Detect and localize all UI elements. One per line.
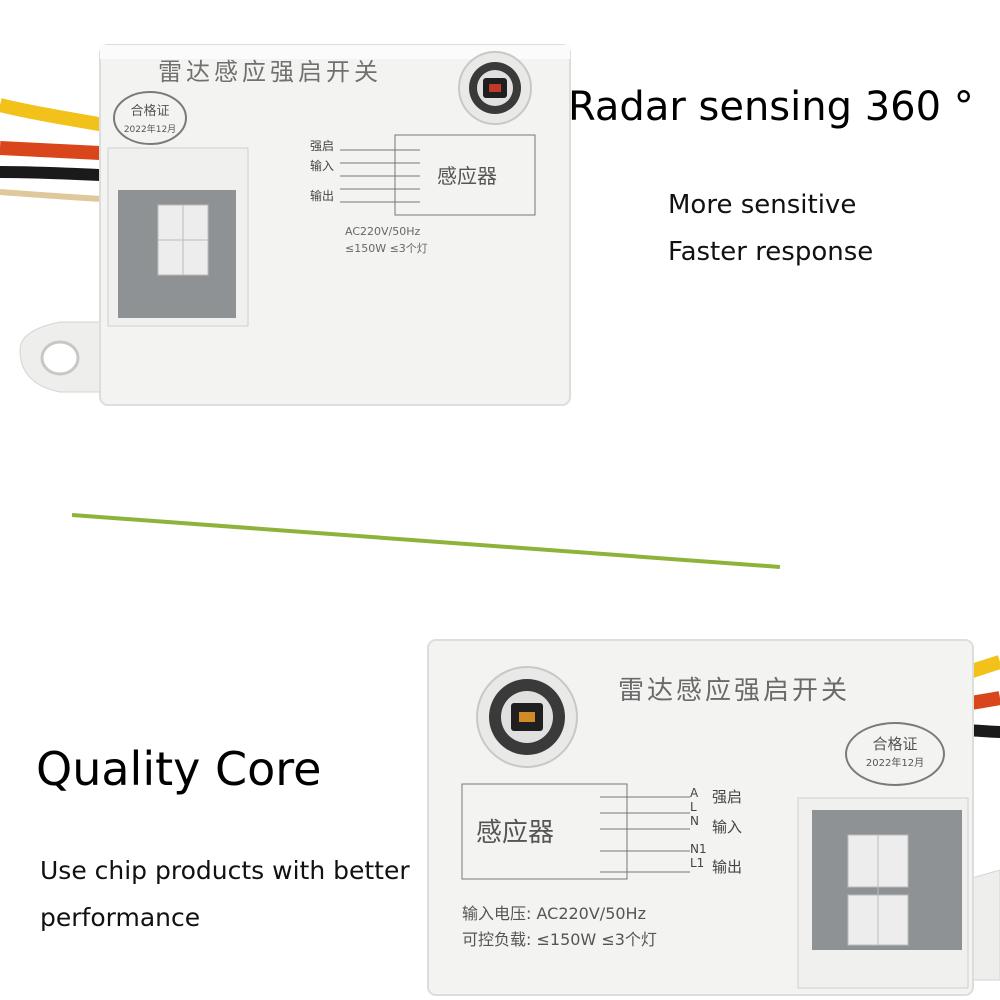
bottom-module-label: 感应器	[476, 818, 555, 848]
bottom-spec-load: 可控负载: ≤150W ≤3个灯	[462, 930, 657, 949]
top-schematic	[340, 134, 536, 216]
svg-text:输入: 输入	[310, 158, 334, 173]
divider-line	[71, 513, 781, 569]
bottom-spec-voltage: 输入电压: AC220V/50Hz	[462, 904, 646, 923]
bottom-desc-line-1: Use chip products with better	[40, 856, 410, 885]
svg-text:感应器: 感应器	[437, 164, 497, 188]
svg-text:强启: 强启	[310, 139, 334, 153]
bottom-device-photo	[427, 639, 1000, 996]
terminal-n: N	[690, 814, 699, 828]
bottom-cert-date: 2022年12月	[865, 758, 925, 769]
top-device-photo: 雷达感应强启开关 合格证 2022年12月 感应器 强启 输入 输出 AC220…	[0, 44, 571, 406]
svg-text:合格证: 合格证	[130, 103, 169, 119]
top-heading: Radar sensing 360 °	[568, 84, 974, 130]
bottom-term-label-1: 强启	[712, 788, 743, 806]
bottom-term-label-3: 输出	[712, 858, 743, 876]
svg-text:输出: 输出	[310, 188, 334, 203]
terminal-n1: N1	[690, 842, 707, 856]
bottom-schematic	[461, 783, 690, 880]
bottom-terminal-block	[797, 797, 969, 989]
terminal-l1: L1	[690, 856, 705, 870]
bottom-term-label-2: 输入	[712, 818, 743, 836]
top-point-1: More sensitive	[668, 190, 857, 220]
top-point-2: Faster response	[668, 237, 874, 267]
bottom-terminal-letters: A L N N1 L1	[690, 786, 707, 870]
svg-text:2022年12月: 2022年12月	[124, 123, 176, 135]
terminal-l: L	[690, 800, 697, 814]
top-cert-stamp: 合格证 2022年12月	[113, 91, 187, 145]
bottom-device-title: 雷达感应强启开关	[618, 676, 851, 706]
svg-text:AC220V/50Hz: AC220V/50Hz	[345, 225, 421, 238]
bottom-cert-stamp: 合格证 2022年12月	[845, 722, 945, 786]
bottom-radar-window	[476, 666, 578, 768]
top-terminal-block	[107, 147, 249, 327]
bottom-desc-line-2: performance	[40, 903, 201, 932]
svg-text:≤150W ≤3个灯: ≤150W ≤3个灯	[345, 242, 428, 255]
top-device-title: 雷达感应强启开关	[158, 58, 382, 86]
bottom-cert-label: 合格证	[872, 735, 918, 753]
terminal-a: A	[690, 786, 699, 800]
bottom-heading: Quality Core	[36, 742, 322, 796]
top-radar-window	[458, 51, 532, 125]
